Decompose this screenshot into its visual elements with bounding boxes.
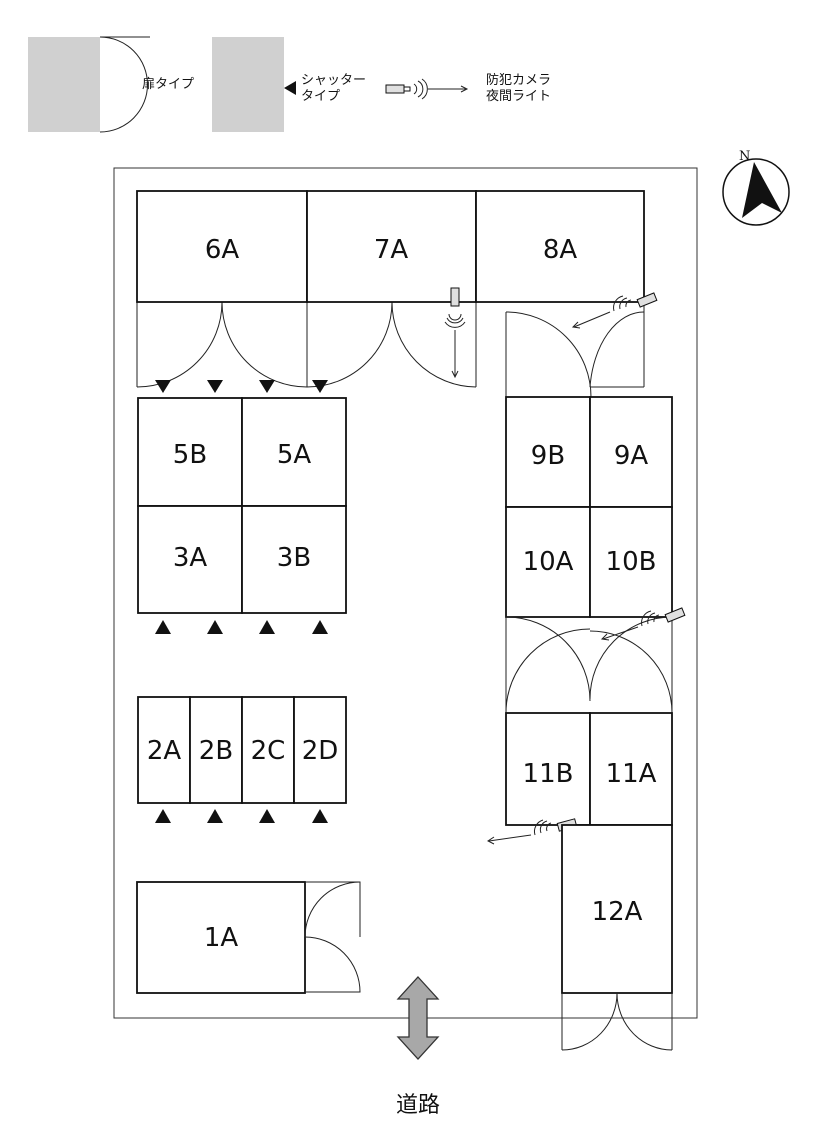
unit-label-10B: 10B bbox=[606, 547, 657, 577]
unit-label-8A: 8A bbox=[543, 235, 578, 265]
shutter-markers-5 bbox=[155, 380, 328, 393]
shutter-markers-3 bbox=[155, 620, 328, 634]
entrance-double-arrow-icon bbox=[396, 976, 440, 1060]
unit-3A bbox=[137, 505, 243, 614]
unit-label-5A: 5A bbox=[277, 440, 312, 470]
shutter-triangle-icon bbox=[259, 620, 275, 634]
unit-11A bbox=[589, 712, 673, 826]
unit-8A bbox=[475, 190, 645, 303]
unit-label-2C: 2C bbox=[251, 736, 286, 766]
unit-label-10A: 10A bbox=[523, 547, 574, 577]
shutter-markers-2 bbox=[155, 809, 328, 823]
shutter-triangle-icon bbox=[312, 809, 328, 823]
unit-label-11B: 11B bbox=[523, 759, 574, 789]
site-boundary bbox=[113, 167, 698, 1019]
unit-label-3A: 3A bbox=[173, 543, 208, 573]
legend: 扉タイプ シャッター タイプ 防犯カメラ 夜間ライト bbox=[28, 36, 551, 133]
unit-2D bbox=[293, 696, 347, 804]
door-swings-right-middle bbox=[505, 616, 673, 714]
camera-7A-icon bbox=[444, 287, 466, 379]
unit-12A bbox=[561, 824, 673, 994]
north-arrow-icon bbox=[742, 162, 782, 218]
legend-door-type: 扉タイプ bbox=[142, 76, 194, 92]
legend-shutter-type-line2: タイプ bbox=[301, 89, 340, 104]
unit-1A bbox=[136, 881, 306, 994]
unit-label-7A: 7A bbox=[374, 235, 409, 265]
unit-label-2B: 2B bbox=[199, 736, 233, 766]
shutter-triangle-icon bbox=[259, 380, 275, 393]
legend-shutter-type-line1: シャッター bbox=[301, 73, 366, 88]
unit-label-2D: 2D bbox=[302, 736, 339, 766]
door-swings-right-upper bbox=[505, 302, 645, 398]
legend-shutter-triangle-icon bbox=[284, 81, 296, 95]
unit-label-1A: 1A bbox=[204, 923, 239, 953]
unit-10B bbox=[589, 506, 673, 618]
unit-9A bbox=[589, 396, 673, 508]
shutter-triangle-icon bbox=[312, 620, 328, 634]
north-label: N bbox=[739, 149, 750, 164]
unit-2C bbox=[241, 696, 295, 804]
camera-middle-right-icon bbox=[600, 607, 686, 641]
unit-label-3B: 3B bbox=[277, 543, 311, 573]
unit-label-5B: 5B bbox=[173, 440, 207, 470]
unit-3B bbox=[241, 505, 347, 614]
shutter-triangle-icon bbox=[155, 809, 171, 823]
shutter-triangle-icon bbox=[312, 380, 328, 393]
shutter-triangle-icon bbox=[207, 620, 223, 634]
door-swings-1A bbox=[304, 881, 361, 993]
unit-7A bbox=[306, 190, 477, 303]
door-swings-top-row bbox=[136, 301, 477, 388]
shutter-triangle-icon bbox=[259, 809, 275, 823]
unit-label-9A: 9A bbox=[614, 441, 649, 471]
legend-door-unit bbox=[28, 37, 100, 132]
shutter-triangle-icon bbox=[155, 380, 171, 393]
unit-5B bbox=[137, 397, 243, 507]
legend-shutter-unit bbox=[212, 37, 284, 132]
unit-label-2A: 2A bbox=[147, 736, 182, 766]
unit-2B bbox=[189, 696, 243, 804]
legend-camera-icon bbox=[385, 78, 469, 100]
legend-door-swing-icon bbox=[99, 36, 150, 133]
unit-label-6A: 6A bbox=[205, 235, 240, 265]
shutter-triangle-icon bbox=[207, 809, 223, 823]
compass: N bbox=[722, 149, 790, 226]
door-swings-12A bbox=[561, 992, 673, 1051]
unit-label-9B: 9B bbox=[531, 441, 565, 471]
unit-label-12A: 12A bbox=[592, 897, 643, 927]
road-label: 道路 bbox=[396, 1093, 440, 1118]
shutter-triangle-icon bbox=[155, 620, 171, 634]
camera-upper-right-icon bbox=[571, 292, 658, 329]
shutter-triangle-icon bbox=[207, 380, 223, 393]
legend-camera-line2: 夜間ライト bbox=[486, 89, 551, 104]
unit-5A bbox=[241, 397, 347, 507]
legend-camera-line1: 防犯カメラ bbox=[486, 72, 551, 88]
unit-label-11A: 11A bbox=[606, 759, 657, 789]
